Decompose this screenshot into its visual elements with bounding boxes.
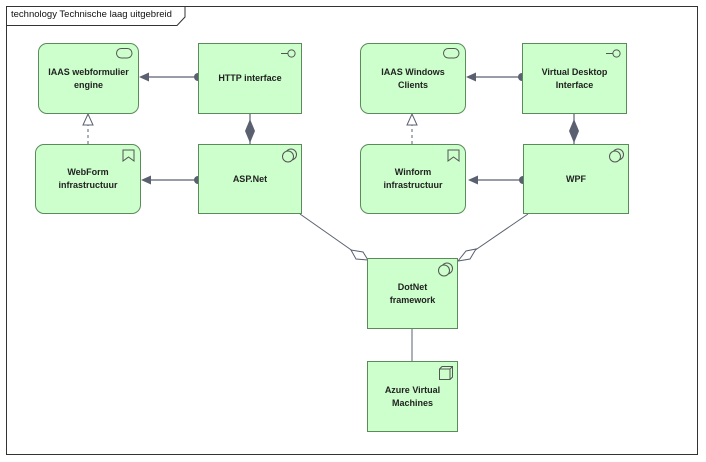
frame-title: technology Technische laag uitgebreid	[11, 9, 172, 20]
node-wpf[interactable]: WPF	[523, 144, 629, 214]
node-asp-net[interactable]: ASP.Net	[198, 144, 302, 214]
composition-link-wpf-to-vdi[interactable]	[569, 114, 579, 144]
node-label: HTTP interface	[218, 73, 282, 83]
artifact-bookmark-icon	[447, 149, 460, 162]
serving-link-wpf-to-winform[interactable]	[468, 175, 527, 185]
node-label: WPF	[566, 173, 586, 184]
node-label: WebForm infrastructuur	[58, 167, 118, 190]
node-azure-virtual-machines[interactable]: Azure Virtual Machines	[367, 361, 458, 432]
realization-link-webform-to-webengine[interactable]	[82, 112, 94, 144]
node-label: ASP.Net	[232, 173, 268, 184]
system-software-icon	[282, 148, 297, 163]
node-device-icon	[439, 366, 453, 380]
system-software-icon	[438, 262, 453, 277]
node-winform-infrastructuur[interactable]: Winform infrastructuur	[360, 144, 466, 214]
aggregation-link-dotnet-to-aspnet[interactable]	[299, 213, 369, 261]
node-virtual-desktop-interface[interactable]: Virtual Desktop Interface	[522, 43, 627, 114]
node-iaas-windows-clients[interactable]: IAAS Windows Clients	[360, 43, 466, 114]
node-label: IAAS Windows Clients	[381, 66, 445, 90]
node-iaas-webformulier-engine[interactable]: IAAS webformulier engine	[38, 43, 139, 114]
serving-link-http-to-webengine[interactable]	[139, 72, 202, 82]
technology-interface-icon	[281, 49, 296, 58]
node-webform-infrastructuur[interactable]: WebForm infrastructuur	[35, 144, 141, 214]
node-label: IAAS webformulier engine	[48, 66, 129, 90]
technology-service-icon	[443, 48, 460, 59]
node-label: DotNet framework	[389, 281, 436, 305]
node-dotnet-framework[interactable]: DotNet framework	[367, 258, 458, 329]
node-label: Winform infrastructuur	[383, 167, 443, 190]
technology-interface-icon	[606, 49, 621, 58]
node-label: Virtual Desktop Interface	[541, 66, 608, 90]
node-http-interface[interactable]: HTTP interface	[198, 43, 302, 114]
aggregation-link-dotnet-to-wpf[interactable]	[456, 213, 529, 262]
serving-link-vdi-to-windowsclients[interactable]	[466, 72, 526, 82]
artifact-bookmark-icon	[122, 149, 135, 162]
node-label: Azure Virtual Machines	[384, 384, 441, 408]
realization-link-winform-to-windowsclients[interactable]	[406, 112, 418, 144]
serving-link-aspnet-to-webform[interactable]	[141, 175, 202, 185]
system-software-icon	[609, 148, 624, 163]
composition-link-aspnet-to-http[interactable]	[245, 114, 255, 144]
technology-service-icon	[116, 48, 133, 59]
